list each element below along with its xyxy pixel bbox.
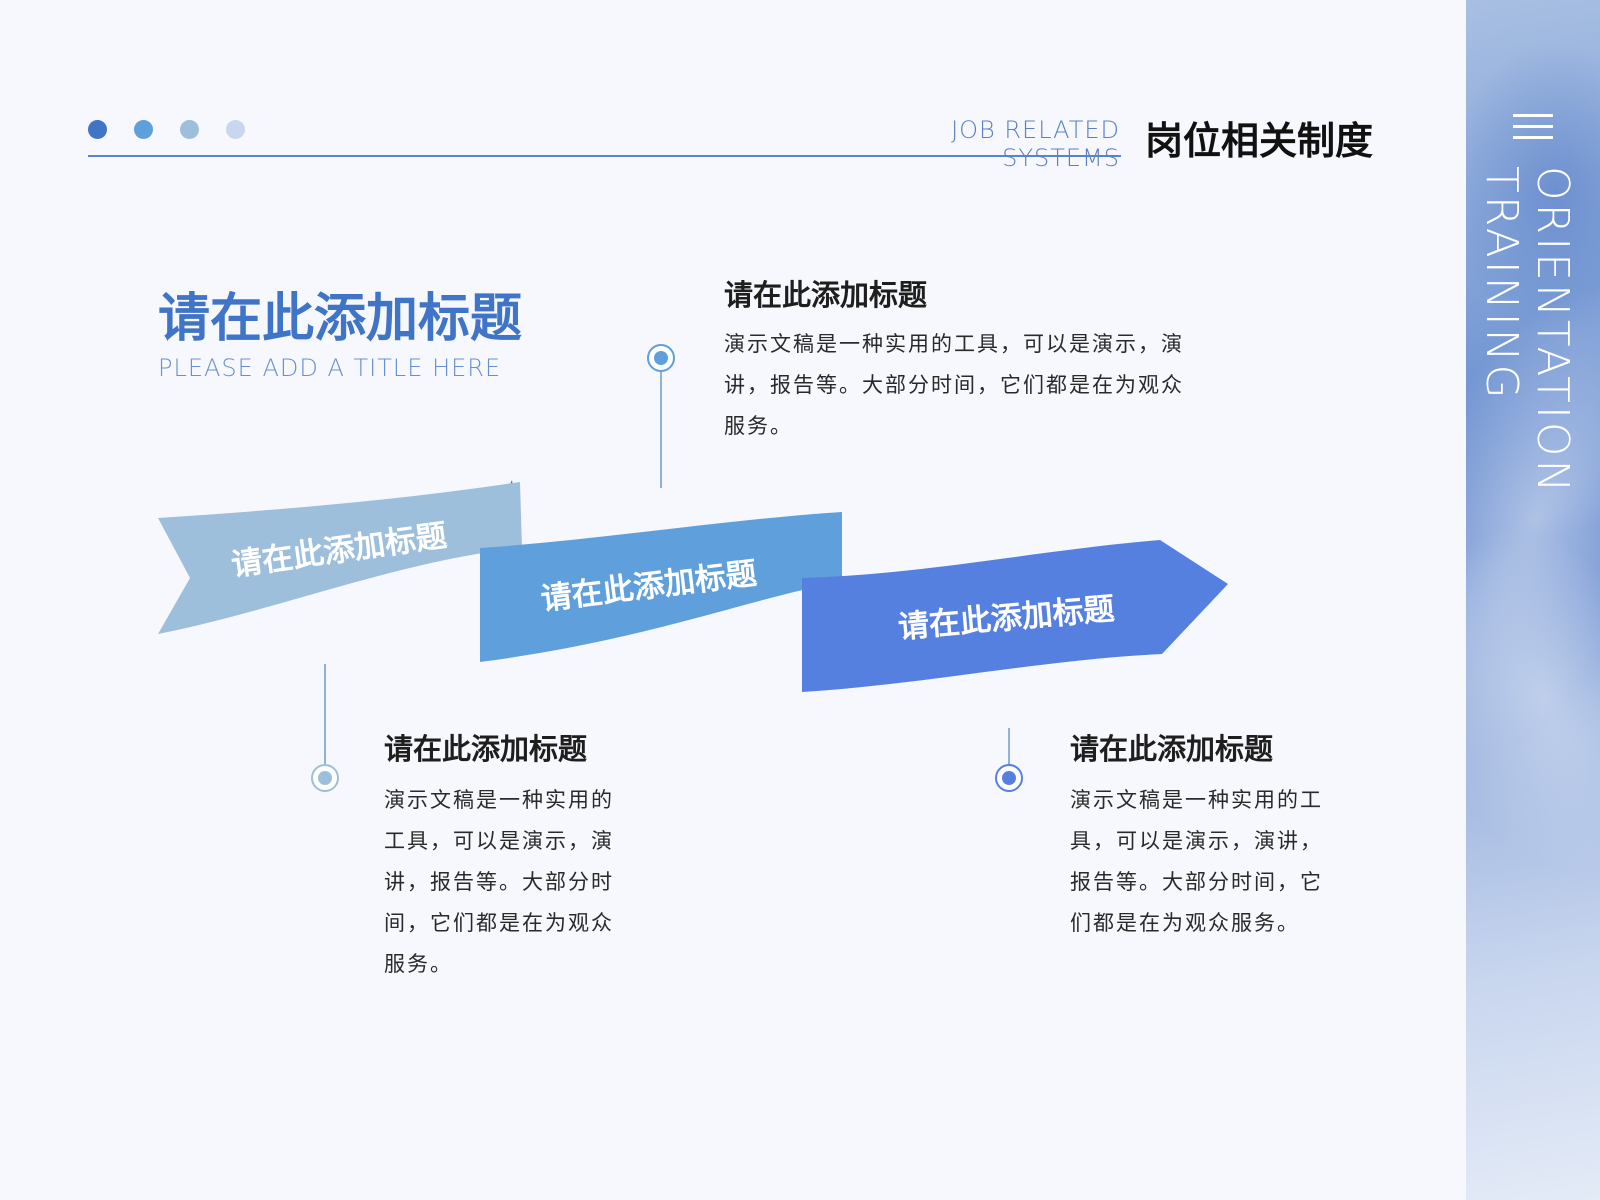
callout-2-body: 演示文稿是一种实用的工具，可以是演示，演讲，报告等。大部分时间，它们都是在为观众… — [384, 788, 614, 976]
timeline-marker-1 — [647, 344, 675, 372]
timeline-marker-2 — [311, 764, 339, 792]
callout-1-body: 演示文稿是一种实用的工具，可以是演示，演讲，报告等。大部分时间，它们都是在为观众… — [724, 332, 1184, 438]
dot-3 — [180, 120, 199, 139]
dot-2 — [134, 120, 153, 139]
ribbon-3 — [802, 540, 1228, 692]
header-title-cn: 岗位相关制度 — [1145, 118, 1374, 163]
menu-lines-icon — [1513, 114, 1553, 140]
dot-1 — [88, 120, 107, 139]
main-subtitle: PLEASE ADD A TITLE HERE — [158, 354, 502, 382]
header-title-en: JOB RELATED SYSTEMS — [951, 116, 1120, 172]
side-panel — [1466, 0, 1600, 1200]
timeline-marker-3 — [995, 764, 1023, 792]
timeline-connector-1 — [660, 372, 662, 488]
timeline-connector-3 — [1008, 728, 1010, 764]
callout-3-body: 演示文稿是一种实用的工具，可以是演示，演讲，报告等。大部分时间，它们都是在为观众… — [1070, 788, 1323, 935]
callout-1-title: 请在此添加标题 — [724, 278, 928, 312]
callout-3-title: 请在此添加标题 — [1070, 732, 1274, 766]
timeline-connector-2 — [324, 664, 326, 764]
main-title: 请在此添加标题 — [158, 288, 523, 349]
ribbon-1 — [158, 482, 522, 634]
dot-4 — [226, 120, 245, 139]
callout-2-title: 请在此添加标题 — [384, 732, 588, 766]
ribbon-2 — [480, 512, 842, 662]
header-divider — [88, 155, 1121, 157]
